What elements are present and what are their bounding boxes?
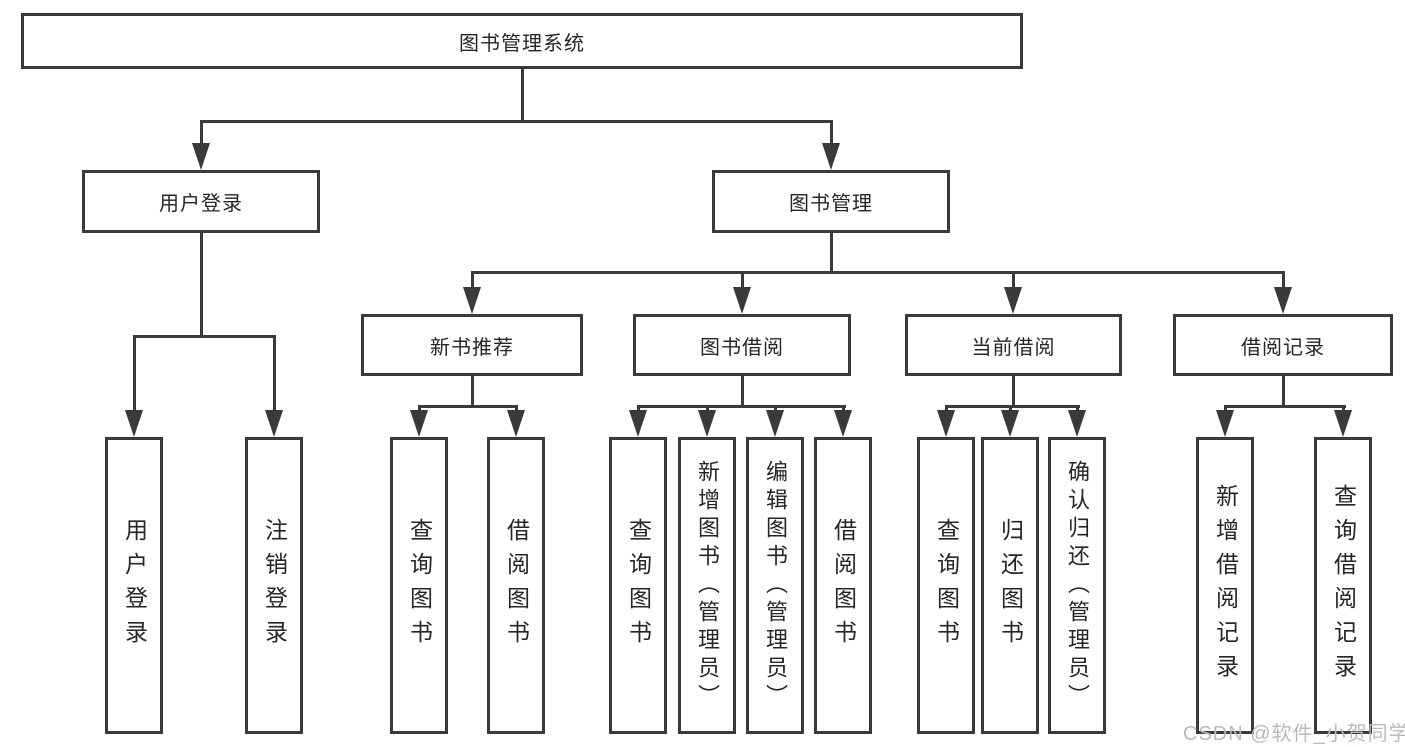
leaf-add-borrow-record: 新增借阅记录 bbox=[1196, 437, 1254, 734]
connector-line bbox=[773, 406, 777, 412]
connector-line bbox=[841, 406, 845, 412]
leaf-query-borrow-record: 查询借阅记录 bbox=[1314, 437, 1372, 734]
node-library-management-system: 图书管理系统 bbox=[21, 13, 1023, 69]
leaf-add-book-admin: 新增图书（管理员） bbox=[678, 437, 736, 734]
arrow-down-icon bbox=[698, 410, 716, 437]
leaf-confirm-return-admin: 确认归还（管理员） bbox=[1048, 437, 1106, 734]
leaf-logout: 注销登录 bbox=[245, 437, 303, 734]
connector-line bbox=[944, 406, 948, 412]
connector-line bbox=[944, 404, 1080, 408]
connector-line bbox=[1008, 406, 1012, 412]
node-book-borrow: 图书借阅 bbox=[633, 314, 851, 376]
leaf-label: 注销登录 bbox=[261, 517, 288, 654]
arrow-down-icon bbox=[507, 410, 525, 437]
connector-line bbox=[829, 233, 833, 274]
connector-line bbox=[470, 270, 1285, 274]
connector-line bbox=[1281, 376, 1285, 407]
connector-line bbox=[1281, 272, 1285, 290]
leaf-borrow-books-2: 借阅图书 bbox=[814, 437, 872, 734]
arrow-down-icon bbox=[629, 410, 647, 437]
arrow-down-icon bbox=[733, 287, 751, 314]
leaf-label: 新增借阅记录 bbox=[1212, 483, 1239, 688]
node-user-login: 用户登录 bbox=[82, 170, 320, 233]
node-book-management: 图书管理 bbox=[712, 170, 950, 233]
connector-line bbox=[272, 336, 276, 412]
connector-line bbox=[470, 272, 474, 290]
connector-line bbox=[1075, 406, 1079, 412]
leaf-label: 查询图书 bbox=[625, 517, 652, 654]
connector-line bbox=[1011, 272, 1015, 290]
leaf-label: 查询图书 bbox=[406, 517, 433, 654]
leaf-borrow-books-1: 借阅图书 bbox=[487, 437, 545, 734]
node-label: 新书推荐 bbox=[430, 336, 514, 359]
node-new-book-recommend: 新书推荐 bbox=[361, 314, 583, 376]
watermark: CSDN @软件_小贺同学 bbox=[1183, 723, 1405, 745]
connector-line bbox=[417, 406, 421, 412]
connector-line bbox=[740, 376, 744, 407]
arrow-down-icon bbox=[410, 410, 428, 437]
connector-line bbox=[829, 121, 833, 146]
arrow-down-icon bbox=[192, 143, 210, 170]
leaf-return-books: 归还图书 bbox=[981, 437, 1039, 734]
leaf-label: 用户登录 bbox=[121, 517, 148, 654]
connector-line bbox=[636, 406, 640, 412]
leaf-label: 编辑图书（管理员） bbox=[763, 459, 788, 712]
node-label: 图书管理系统 bbox=[459, 32, 585, 55]
connector-line bbox=[705, 406, 709, 412]
connector-line bbox=[740, 272, 744, 290]
connector-line bbox=[1223, 404, 1346, 408]
connector-line bbox=[199, 119, 833, 123]
leaf-query-books-2: 查询图书 bbox=[609, 437, 667, 734]
node-current-borrow: 当前借阅 bbox=[905, 314, 1122, 376]
connector-line bbox=[514, 406, 518, 412]
arrow-down-icon bbox=[265, 410, 283, 437]
arrow-down-icon bbox=[1068, 410, 1086, 437]
connector-line bbox=[520, 69, 524, 121]
arrow-down-icon bbox=[463, 287, 481, 314]
connector-line bbox=[470, 376, 474, 407]
node-label: 图书借阅 bbox=[700, 336, 784, 359]
connector-line bbox=[132, 336, 136, 412]
connector-line bbox=[1341, 406, 1345, 412]
node-label: 借阅记录 bbox=[1241, 336, 1325, 359]
arrow-down-icon bbox=[1004, 287, 1022, 314]
arrow-down-icon bbox=[766, 410, 784, 437]
arrow-down-icon bbox=[1274, 287, 1292, 314]
leaf-label: 借阅图书 bbox=[830, 517, 857, 654]
connector-line bbox=[132, 334, 276, 338]
leaf-edit-book-admin: 编辑图书（管理员） bbox=[746, 437, 804, 734]
connector-line bbox=[1011, 376, 1015, 407]
arrow-down-icon bbox=[1334, 410, 1352, 437]
node-borrow-records: 借阅记录 bbox=[1173, 314, 1393, 376]
arrow-down-icon bbox=[1216, 410, 1234, 437]
node-label: 用户登录 bbox=[159, 193, 243, 215]
arrow-down-icon bbox=[1001, 410, 1019, 437]
leaf-label: 新增图书（管理员） bbox=[695, 459, 720, 712]
connector-line bbox=[636, 404, 846, 408]
connector-line bbox=[199, 121, 203, 146]
connector-line bbox=[199, 233, 203, 337]
leaf-user-login: 用户登录 bbox=[105, 437, 163, 734]
arrow-down-icon bbox=[834, 410, 852, 437]
leaf-label: 归还图书 bbox=[997, 517, 1024, 654]
node-label: 图书管理 bbox=[789, 193, 873, 215]
leaf-label: 确认归还（管理员） bbox=[1065, 459, 1090, 712]
leaf-label: 查询借阅记录 bbox=[1330, 483, 1357, 688]
leaf-label: 借阅图书 bbox=[503, 517, 530, 654]
arrow-down-icon bbox=[125, 410, 143, 437]
connector-line bbox=[417, 404, 518, 408]
leaf-query-books-3: 查询图书 bbox=[917, 437, 975, 734]
arrow-down-icon bbox=[822, 143, 840, 170]
node-label: 当前借阅 bbox=[971, 336, 1056, 359]
leaf-label: 查询图书 bbox=[933, 517, 960, 654]
arrow-down-icon bbox=[937, 410, 955, 437]
leaf-query-books-1: 查询图书 bbox=[390, 437, 448, 734]
connector-line bbox=[1223, 406, 1227, 412]
